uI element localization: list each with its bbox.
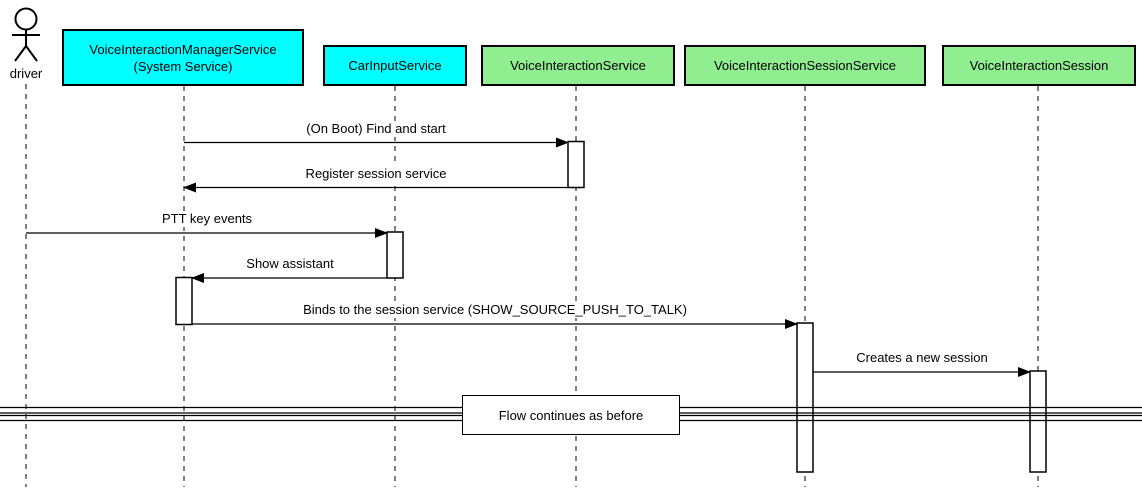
activation-bar-carinputservice xyxy=(386,231,404,279)
message-label-on-boot-find-and-start: (On Boot) Find and start xyxy=(302,121,450,137)
participant-voiceinteractionsessionservice: VoiceInteractionSessionService xyxy=(684,45,926,86)
activation-bar-voiceinteractionservice xyxy=(567,140,585,189)
divider-label-box: Flow continues as before xyxy=(462,395,680,435)
participant-voiceinteractionservice: VoiceInteractionService xyxy=(481,45,675,86)
participant-carinputservice: CarInputService xyxy=(323,45,467,86)
divider-label: Flow continues as before xyxy=(498,407,644,423)
actor-label-driver: driver xyxy=(9,66,43,82)
participant-label: VoiceInteractionService xyxy=(510,58,646,73)
participant-label: VoiceInteractionManagerService (System S… xyxy=(89,41,277,74)
actor-icon xyxy=(12,7,40,62)
message-label-show-assistant: Show assistant xyxy=(242,256,338,272)
activation-bar-voiceinteractionsessionservice xyxy=(796,322,814,473)
message-label-ptt-key-events: PTT key events xyxy=(157,211,257,227)
activation-bar-voiceinteractionmanagerservice xyxy=(175,276,193,326)
participant-label: VoiceInteractionSessionService xyxy=(713,58,897,73)
participant-label: CarInputService xyxy=(348,58,442,73)
message-label-creates-new-session: Creates a new session xyxy=(852,350,992,366)
activation-bar-voiceinteractionsession xyxy=(1029,370,1047,473)
message-label-binds-to-session-service: Binds to the session service (SHOW_SOURC… xyxy=(299,302,691,318)
participant-voiceinteractionsession: VoiceInteractionSession xyxy=(942,45,1136,86)
message-label-register-session-service: Register session service xyxy=(301,166,451,182)
participant-voiceinteractionmanagerservice: VoiceInteractionManagerService (System S… xyxy=(62,29,304,86)
participant-label: VoiceInteractionSession xyxy=(969,58,1109,73)
